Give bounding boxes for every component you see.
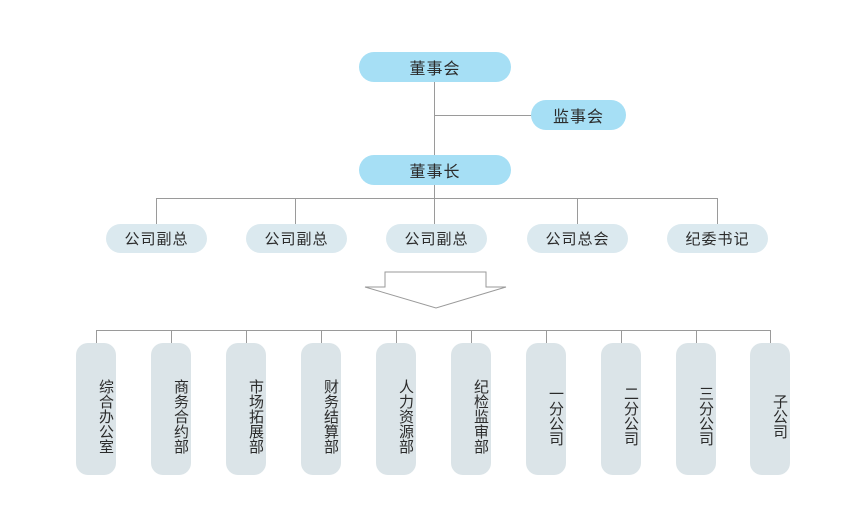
connector-dept-9 — [696, 330, 697, 344]
connector-exec-3 — [434, 198, 435, 224]
connector-dept-5 — [396, 330, 397, 344]
connector-dept-7 — [546, 330, 547, 344]
connector-exec-2 — [295, 198, 296, 224]
connector-executives-bus — [156, 198, 718, 199]
node-exec-4: 公司总会 — [527, 224, 628, 253]
connector-dept-1 — [96, 330, 97, 344]
node-exec-3: 公司副总 — [386, 224, 487, 253]
connector-chairman-down — [434, 185, 435, 198]
node-exec-5: 纪委书记 — [667, 224, 768, 253]
node-dept-10: 子公司 — [750, 343, 790, 475]
node-board: 董事会 — [359, 52, 511, 82]
connector-exec-1 — [156, 198, 157, 224]
connector-board-chairman — [434, 82, 435, 156]
node-exec-2: 公司副总 — [246, 224, 347, 253]
connector-exec-5 — [717, 198, 718, 224]
connector-dept-4 — [321, 330, 322, 344]
node-chairman: 董事长 — [359, 155, 511, 185]
node-dept-3: 市场拓展部 — [226, 343, 266, 475]
node-dept-1: 综合办公室 — [76, 343, 116, 475]
node-dept-5: 人力资源部 — [376, 343, 416, 475]
node-exec-1: 公司副总 — [106, 224, 207, 253]
connector-dept-2 — [171, 330, 172, 344]
node-dept-8: 二分公司 — [601, 343, 641, 475]
connector-supervisors — [434, 115, 532, 116]
connector-dept-3 — [246, 330, 247, 344]
node-dept-9: 三分公司 — [676, 343, 716, 475]
connector-exec-4 — [577, 198, 578, 224]
connector-dept-6 — [471, 330, 472, 344]
node-supervisors: 监事会 — [531, 100, 626, 130]
node-dept-2: 商务合约部 — [151, 343, 191, 475]
node-dept-4: 财务结算部 — [301, 343, 341, 475]
connector-departments-bus — [96, 330, 771, 331]
down-arrow-icon — [364, 271, 507, 309]
connector-dept-10 — [770, 330, 771, 344]
connector-dept-8 — [621, 330, 622, 344]
node-dept-6: 纪检监审部 — [451, 343, 491, 475]
node-dept-7: 一分公司 — [526, 343, 566, 475]
